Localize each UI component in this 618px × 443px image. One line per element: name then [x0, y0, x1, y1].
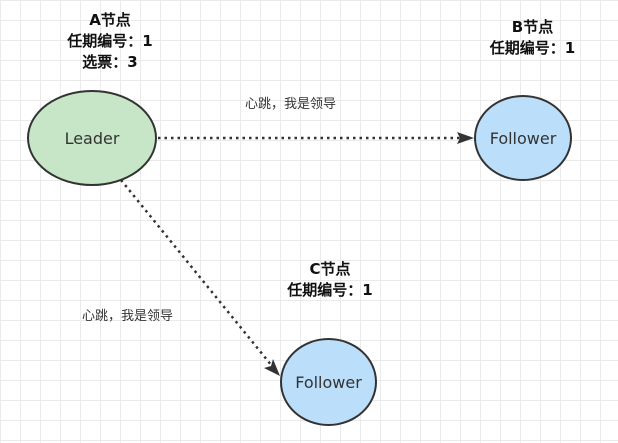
node-c-label: Follower: [295, 372, 362, 392]
node-a-info-line: 任期编号：1: [67, 32, 153, 50]
edge-label-a-to-c: 心跳，我是领导: [82, 309, 174, 324]
node-c-info: C节点 任期编号：1: [265, 259, 395, 301]
node-b-info-line: B节点: [511, 18, 554, 36]
node-c-info-line: C节点: [309, 260, 351, 278]
node-a-info-line: 选票：3: [82, 53, 138, 71]
node-b-label: Follower: [489, 128, 557, 148]
node-b-info: B节点 任期编号：1: [470, 17, 595, 59]
node-a-info: A节点 任期编号：1 选票：3: [40, 10, 180, 73]
arrowhead-a-to-c: [264, 359, 280, 376]
node-b-info-line: 任期编号：1: [489, 39, 576, 57]
edge-label-a-to-b: 心跳，我是领导: [245, 97, 337, 112]
arrowhead-a-to-b: [457, 132, 474, 144]
node-c-info-line: 任期编号：1: [287, 281, 373, 299]
edge-a-to-c: [120, 179, 273, 367]
follower-node-b[interactable]: Follower: [474, 95, 572, 181]
leader-node-a[interactable]: Leader: [27, 90, 157, 186]
node-a-label: Leader: [64, 128, 120, 148]
node-a-info-line: A节点: [89, 11, 131, 29]
follower-node-c[interactable]: Follower: [280, 338, 377, 426]
